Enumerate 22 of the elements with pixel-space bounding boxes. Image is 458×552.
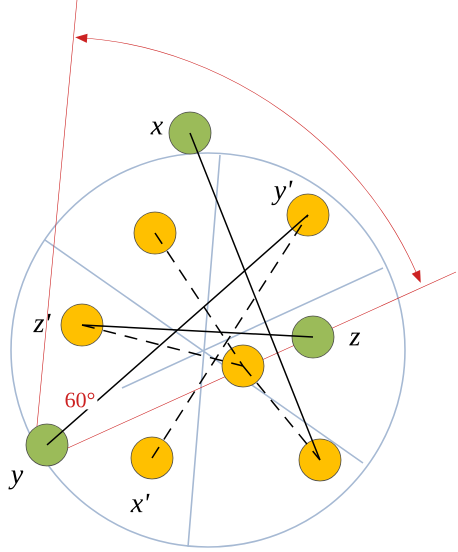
node-label: z — [349, 332, 360, 346]
angle-label: 60° — [62, 390, 98, 410]
connector-line — [154, 232, 244, 366]
node-label: y' — [271, 180, 293, 206]
connector-line — [242, 366, 321, 460]
circle-node — [60, 304, 104, 346]
circle-node — [130, 436, 174, 480]
circle-node — [292, 316, 334, 358]
node-label: x — [150, 122, 163, 134]
connector-line — [189, 132, 321, 460]
circle-node — [26, 424, 68, 466]
node-label: y — [8, 470, 24, 490]
node-label: x' — [130, 494, 150, 512]
connector-line — [151, 214, 309, 458]
circle-node — [134, 212, 176, 254]
connector-line — [46, 214, 308, 446]
circle-node — [168, 112, 212, 154]
connector-line — [82, 324, 314, 338]
node-label: z' — [33, 314, 51, 332]
circle-node — [298, 438, 342, 482]
connector-line — [82, 324, 244, 367]
circle-node — [222, 344, 264, 388]
